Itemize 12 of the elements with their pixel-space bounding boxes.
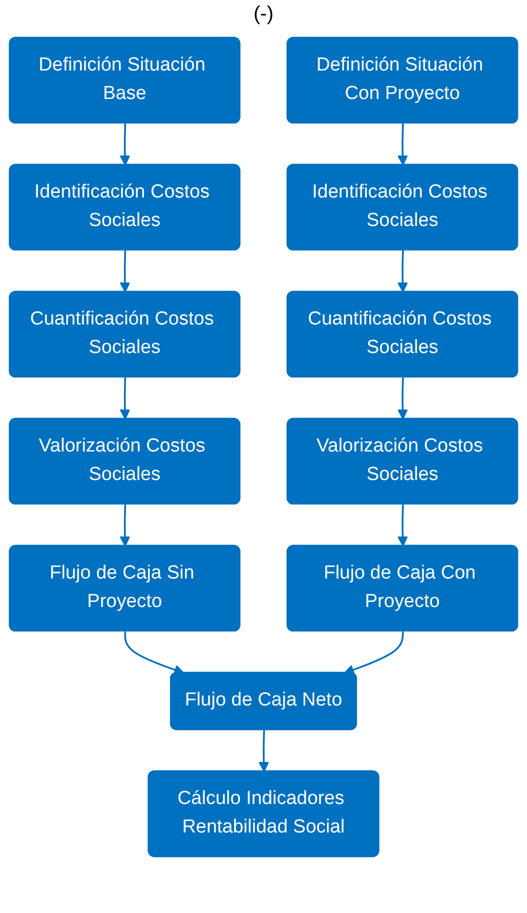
arrow — [397, 124, 408, 166]
arrow — [120, 250, 130, 293]
arrow — [124, 632, 184, 675]
arrow — [120, 504, 130, 547]
arrow — [397, 250, 408, 293]
arrow — [258, 730, 270, 772]
arrow — [120, 378, 130, 420]
note-text: (-) — [254, 3, 274, 25]
arrow — [397, 378, 408, 420]
arrow — [344, 632, 404, 675]
arrow — [397, 504, 408, 547]
arrow — [120, 124, 130, 166]
